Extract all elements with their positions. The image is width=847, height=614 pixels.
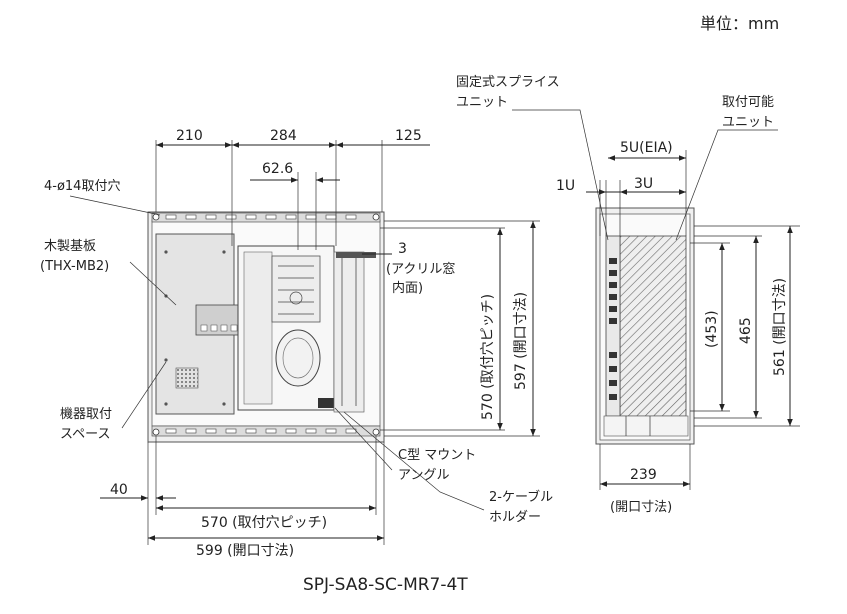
dim-40: 40	[110, 482, 128, 498]
label-space-line1: 機器取付	[60, 407, 112, 422]
model-name: SPJ-SA8-SC-MR7-4T	[303, 575, 468, 595]
fiber-coil	[275, 329, 321, 387]
dim-210: 210	[176, 128, 203, 144]
front-view: 210 284 125 62.6 3 570 (取付穴ピッチ) 597 (開口寸…	[40, 128, 553, 559]
splice-left-column	[243, 251, 273, 405]
mount-holes	[152, 213, 380, 436]
label-mount-line2: ユニット	[722, 115, 774, 130]
dim-62-6: 62.6	[262, 161, 293, 177]
label-acrylic-line2: 内面)	[392, 280, 423, 296]
dim-1u: 1U	[556, 178, 575, 194]
vent-grille	[175, 367, 199, 389]
splice-tray-details	[278, 265, 314, 315]
label-board-line2: (THX-MB2)	[40, 259, 109, 274]
unit-label: 単位：mm	[700, 14, 779, 33]
label-angle-line2: アングル	[398, 468, 449, 483]
splice-unit-connectors	[609, 258, 617, 400]
leader-mount	[675, 129, 778, 241]
label-mount-holes: 4-ø14取付穴	[44, 179, 120, 194]
leader-board	[129, 261, 177, 306]
leader-angle	[334, 407, 393, 471]
side-right-dims	[690, 225, 800, 427]
dim-239-note: (開口寸法)	[610, 500, 672, 515]
dim-599-horizontal: 599 (開口寸法)	[196, 543, 294, 559]
label-holder-line1: 2-ケーブル	[489, 489, 553, 505]
dim-284: 284	[270, 128, 297, 144]
label-holder-line2: ホルダー	[489, 510, 541, 525]
dim-570-vertical: 570 (取付穴ピッチ)	[480, 294, 496, 420]
label-acrylic-line1: (アクリル窓	[386, 261, 455, 277]
dim-561: 561 (開口寸法)	[772, 278, 788, 376]
side-bottom-tray	[603, 415, 689, 437]
dim-5u: 5U(EIA)	[620, 140, 673, 156]
label-angle-line1: C型 マウント	[398, 448, 476, 463]
splice-tray-top	[271, 255, 321, 323]
leader-mount-holes	[69, 195, 161, 216]
front-right-dims	[380, 220, 540, 437]
leader-space	[121, 361, 167, 429]
label-splice-line2: ユニット	[456, 95, 508, 110]
right-channel	[333, 251, 365, 413]
leader-holder	[343, 411, 485, 511]
front-top-dims	[155, 140, 430, 250]
dim-453: (453)	[704, 310, 720, 348]
label-space-line2: スペース	[60, 427, 110, 442]
rail-slots	[165, 214, 357, 434]
leader-splice	[512, 109, 609, 241]
front-bottom-dims	[100, 436, 385, 545]
acrylic-edge	[336, 252, 376, 258]
dim-239: 239	[630, 467, 657, 483]
dim-125: 125	[395, 128, 422, 144]
label-splice-line1: 固定式スプライス	[456, 75, 560, 90]
mountable-unit-area	[619, 235, 687, 417]
dim-3: 3	[398, 241, 407, 257]
fiber-coil-inner	[282, 337, 314, 379]
side-bottom-dims	[599, 444, 691, 490]
dim-465: 465	[738, 317, 754, 344]
label-board-line1: 木製基板	[44, 239, 96, 254]
label-mount-line1: 取付可能	[722, 95, 774, 110]
dim-3u: 3U	[634, 176, 653, 192]
side-top-dims	[586, 150, 687, 236]
c-mount-angle	[318, 398, 338, 408]
dim-570-horizontal: 570 (取付穴ピッチ)	[201, 515, 327, 531]
side-view: 5U(EIA) 1U 3U 固定式スプライス ユニット 取付可能 ユニット (4…	[456, 75, 800, 515]
dim-597-vertical: 597 (開口寸法)	[513, 292, 529, 390]
